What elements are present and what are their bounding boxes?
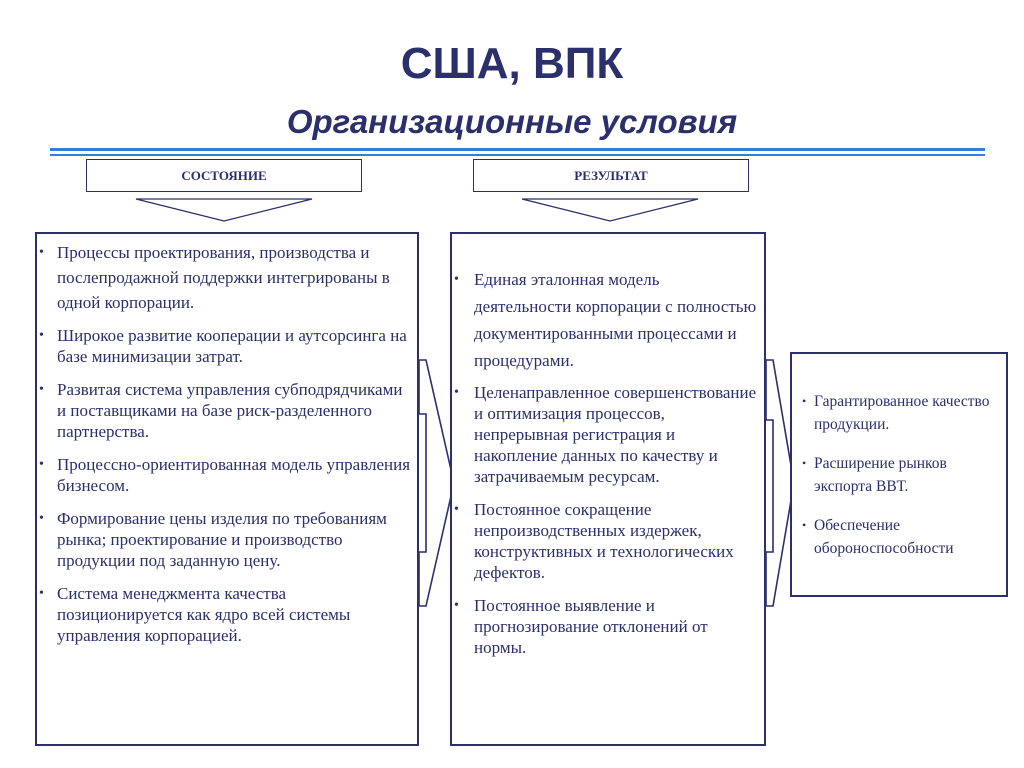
bullet-icon: • bbox=[39, 511, 44, 526]
list-item: •Развитая система управления субподрядчи… bbox=[39, 380, 403, 441]
state-panel: •Процессы проектирования, производства и… bbox=[35, 232, 419, 746]
bullet-icon: • bbox=[454, 598, 459, 613]
bullet-icon: • bbox=[802, 518, 807, 532]
list-item: •Процессно-ориентированная модель управл… bbox=[39, 455, 411, 495]
bullet-icon: • bbox=[802, 394, 807, 408]
bullet-icon: • bbox=[454, 272, 459, 287]
bullet-icon: • bbox=[802, 456, 807, 470]
list-item: •Постоянное выявление и прогнозирование … bbox=[454, 596, 708, 657]
list-item: •Гарантированное качество продукции. bbox=[802, 390, 1002, 436]
list-item: •Процессы проектирования, производства и… bbox=[39, 240, 413, 315]
slide-subtitle: Организационные условия bbox=[286, 103, 738, 140]
result-down-arrow bbox=[521, 198, 699, 222]
state-header-box: СОСТОЯНИЕ bbox=[86, 159, 362, 192]
outcome-list: •Гарантированное качество продукции. •Ра… bbox=[802, 390, 1002, 560]
bullet-icon: • bbox=[39, 382, 44, 397]
state-to-result-arrow bbox=[418, 359, 455, 607]
bullet-icon: • bbox=[39, 586, 44, 601]
list-item: •Широкое развитие кооперации и аутсорсин… bbox=[39, 326, 407, 366]
result-list: •Единая эталонная модель деятельности ко… bbox=[454, 266, 760, 658]
title-rule-top bbox=[50, 148, 985, 151]
outcome-panel: •Гарантированное качество продукции. •Ра… bbox=[790, 352, 1008, 597]
state-down-arrow bbox=[135, 198, 313, 222]
list-item: •Формирование цены изделия по требования… bbox=[39, 509, 387, 570]
bullet-icon: • bbox=[39, 328, 44, 343]
slide-title: США, ВПК bbox=[400, 39, 624, 88]
state-list: •Процессы проектирования, производства и… bbox=[39, 240, 413, 646]
list-item: •Постоянное сокращение непроизводственны… bbox=[454, 500, 734, 582]
bullet-icon: • bbox=[39, 245, 44, 260]
bullet-icon: • bbox=[39, 457, 44, 472]
result-to-outcome-arrow bbox=[765, 359, 795, 607]
list-item: •Единая эталонная модель деятельности ко… bbox=[454, 266, 760, 374]
bullet-icon: • bbox=[454, 385, 459, 400]
bullet-icon: • bbox=[454, 502, 459, 517]
title-rule-bottom bbox=[50, 154, 985, 156]
list-item: •Система менеджмента качества позиционир… bbox=[39, 584, 351, 645]
result-panel: •Единая эталонная модель деятельности ко… bbox=[450, 232, 766, 746]
list-item: •Расширение рынков экспорта ВВТ. bbox=[802, 452, 1002, 498]
result-header-box: РЕЗУЛЬТАТ bbox=[473, 159, 749, 192]
list-item: •Обеспечение обороноспособности bbox=[802, 514, 1002, 560]
list-item: •Целенаправленное совершенствование и оп… bbox=[454, 383, 757, 486]
